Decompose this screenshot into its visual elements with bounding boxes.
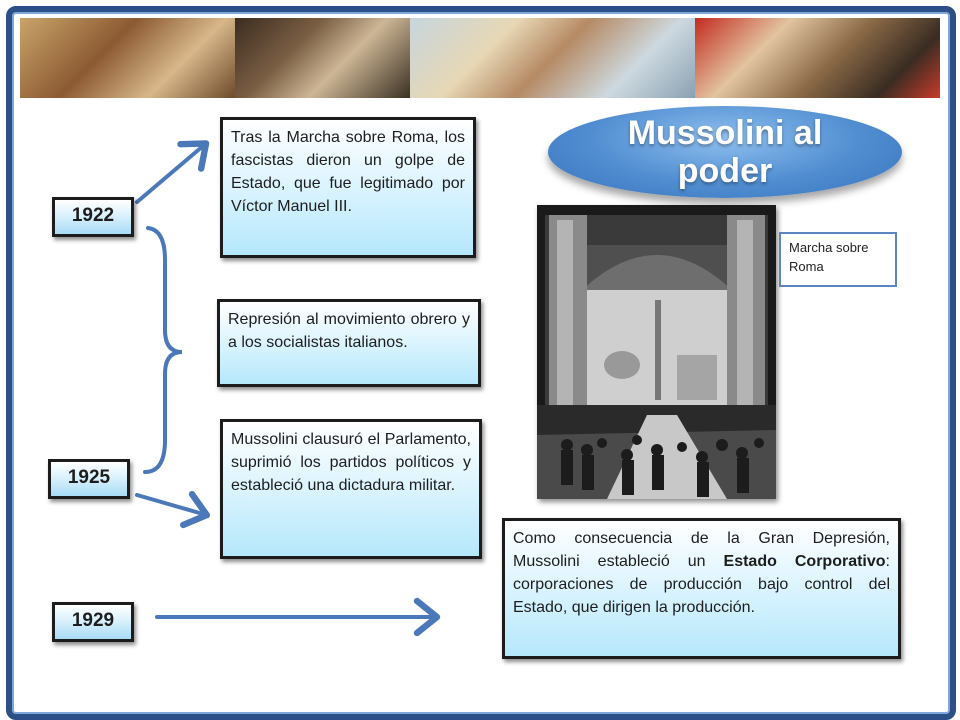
banner-image-4 [695, 18, 940, 98]
year-1929: 1929 [52, 602, 134, 642]
year-1922: 1922 [52, 197, 134, 237]
banner-image-3 [410, 18, 695, 98]
photo-illustration [537, 205, 776, 499]
event-dictatorship: Mussolini clausuró el Parlamento, suprim… [220, 419, 482, 559]
slide-title: Mussolini al poder [627, 114, 823, 190]
title-pill: Mussolini al poder [548, 106, 902, 198]
banner-image-1 [20, 18, 235, 98]
march-on-rome-photo [537, 205, 776, 499]
photo-caption: Marcha sobre Roma [779, 232, 897, 287]
header-photo-banner [20, 18, 940, 98]
event-march-on-rome: Tras la Marcha sobre Roma, los fascistas… [220, 117, 476, 258]
year-1925: 1925 [48, 459, 130, 499]
banner-image-2 [235, 18, 410, 98]
event-repression: Represión al movimiento obrero y a los s… [217, 299, 481, 387]
corporative-state-term: Estado Corporativo [723, 553, 886, 570]
event-corporative-state: Como consecuencia de la Gran Depresión, … [502, 518, 901, 659]
